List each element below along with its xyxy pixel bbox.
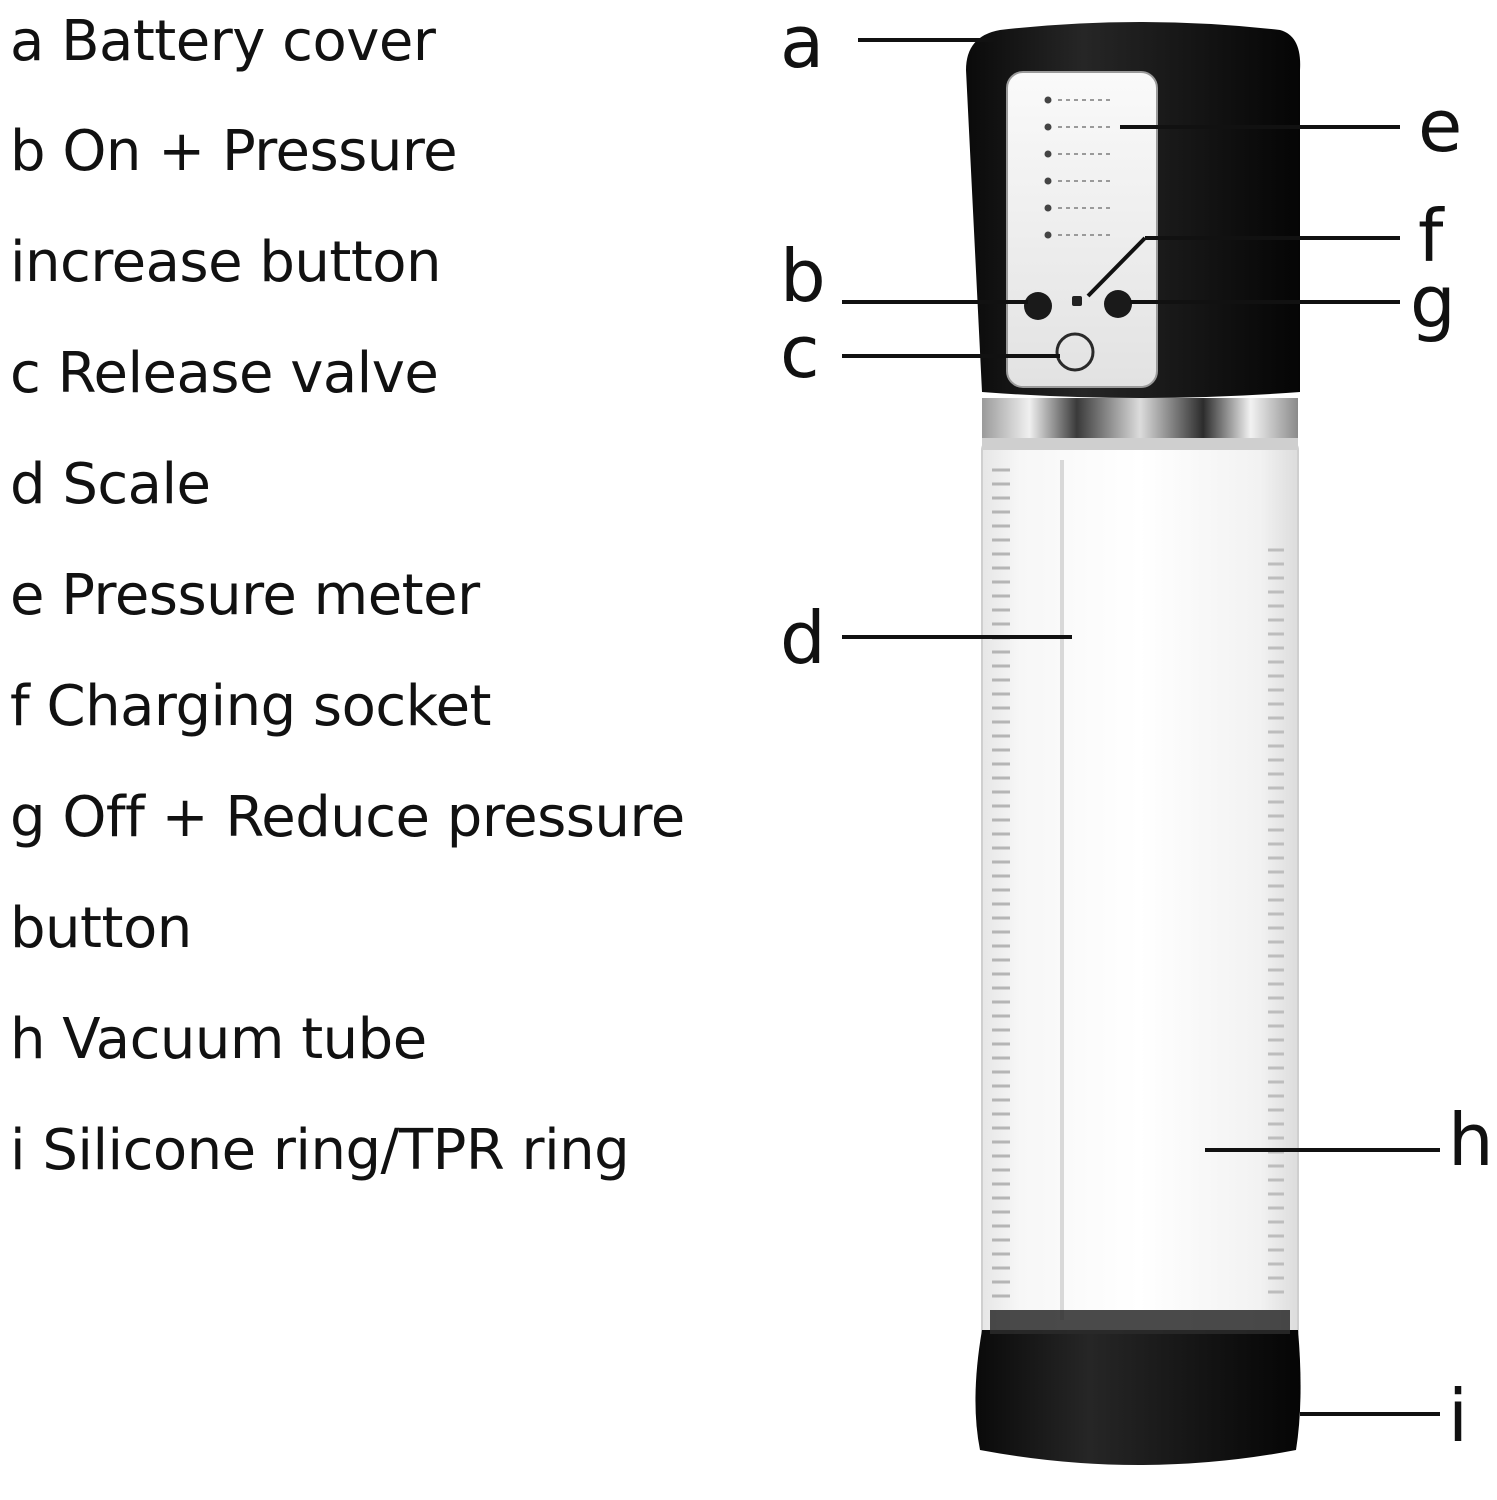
legend-item-f: f Charging socket <box>10 674 491 739</box>
scale-marks-left <box>992 468 1010 1298</box>
callout-b: b <box>780 234 826 318</box>
callout-i: i <box>1448 1374 1469 1458</box>
callout-d: d <box>780 596 826 680</box>
meter-dot <box>1044 177 1052 185</box>
legend-item-b: b On + Pressure <box>10 119 458 184</box>
pump-head <box>966 22 1301 398</box>
legend-item-e: e Pressure meter <box>10 563 480 628</box>
pressure-meter-ticks <box>1044 96 1110 239</box>
legend-item-c: c Release valve <box>10 341 439 406</box>
legend-item-h: h Vacuum tube <box>10 1007 427 1072</box>
meter-dot <box>1044 123 1052 131</box>
callout-e: e <box>1418 84 1463 168</box>
callout-g: g <box>1410 260 1456 344</box>
legend-item-d: d Scale <box>10 452 211 517</box>
vacuum-tube <box>981 439 1299 1341</box>
on-pressure-increase-button[interactable] <box>1024 292 1052 320</box>
metal-collar <box>982 398 1298 450</box>
release-valve[interactable] <box>1055 332 1095 372</box>
callout-h: h <box>1448 1098 1494 1182</box>
legend-item-a: a Battery cover <box>10 9 436 74</box>
charging-socket <box>1072 296 1082 306</box>
meter-dot <box>1044 96 1052 104</box>
legend-item-b-continued: increase button <box>10 230 442 295</box>
callout-c: c <box>780 310 820 394</box>
meter-dot <box>1044 150 1052 158</box>
leader-line-f-diagonal <box>1086 236 1147 298</box>
legend-item-i: i Silicone ring/TPR ring <box>10 1118 630 1183</box>
pressure-meter-panel <box>1006 71 1158 388</box>
meter-dot <box>1044 204 1052 212</box>
legend-item-g: g Off + Reduce pressure <box>10 785 685 850</box>
meter-dot <box>1044 231 1052 239</box>
silicone-ring <box>975 1310 1301 1465</box>
callout-f: f <box>1418 194 1444 278</box>
callout-a: a <box>780 0 825 84</box>
leader-lines <box>842 38 1440 1416</box>
off-reduce-pressure-button[interactable] <box>1104 290 1132 318</box>
legend-item-g-continued: button <box>10 896 192 961</box>
scale-marks-right <box>1268 548 1284 1294</box>
